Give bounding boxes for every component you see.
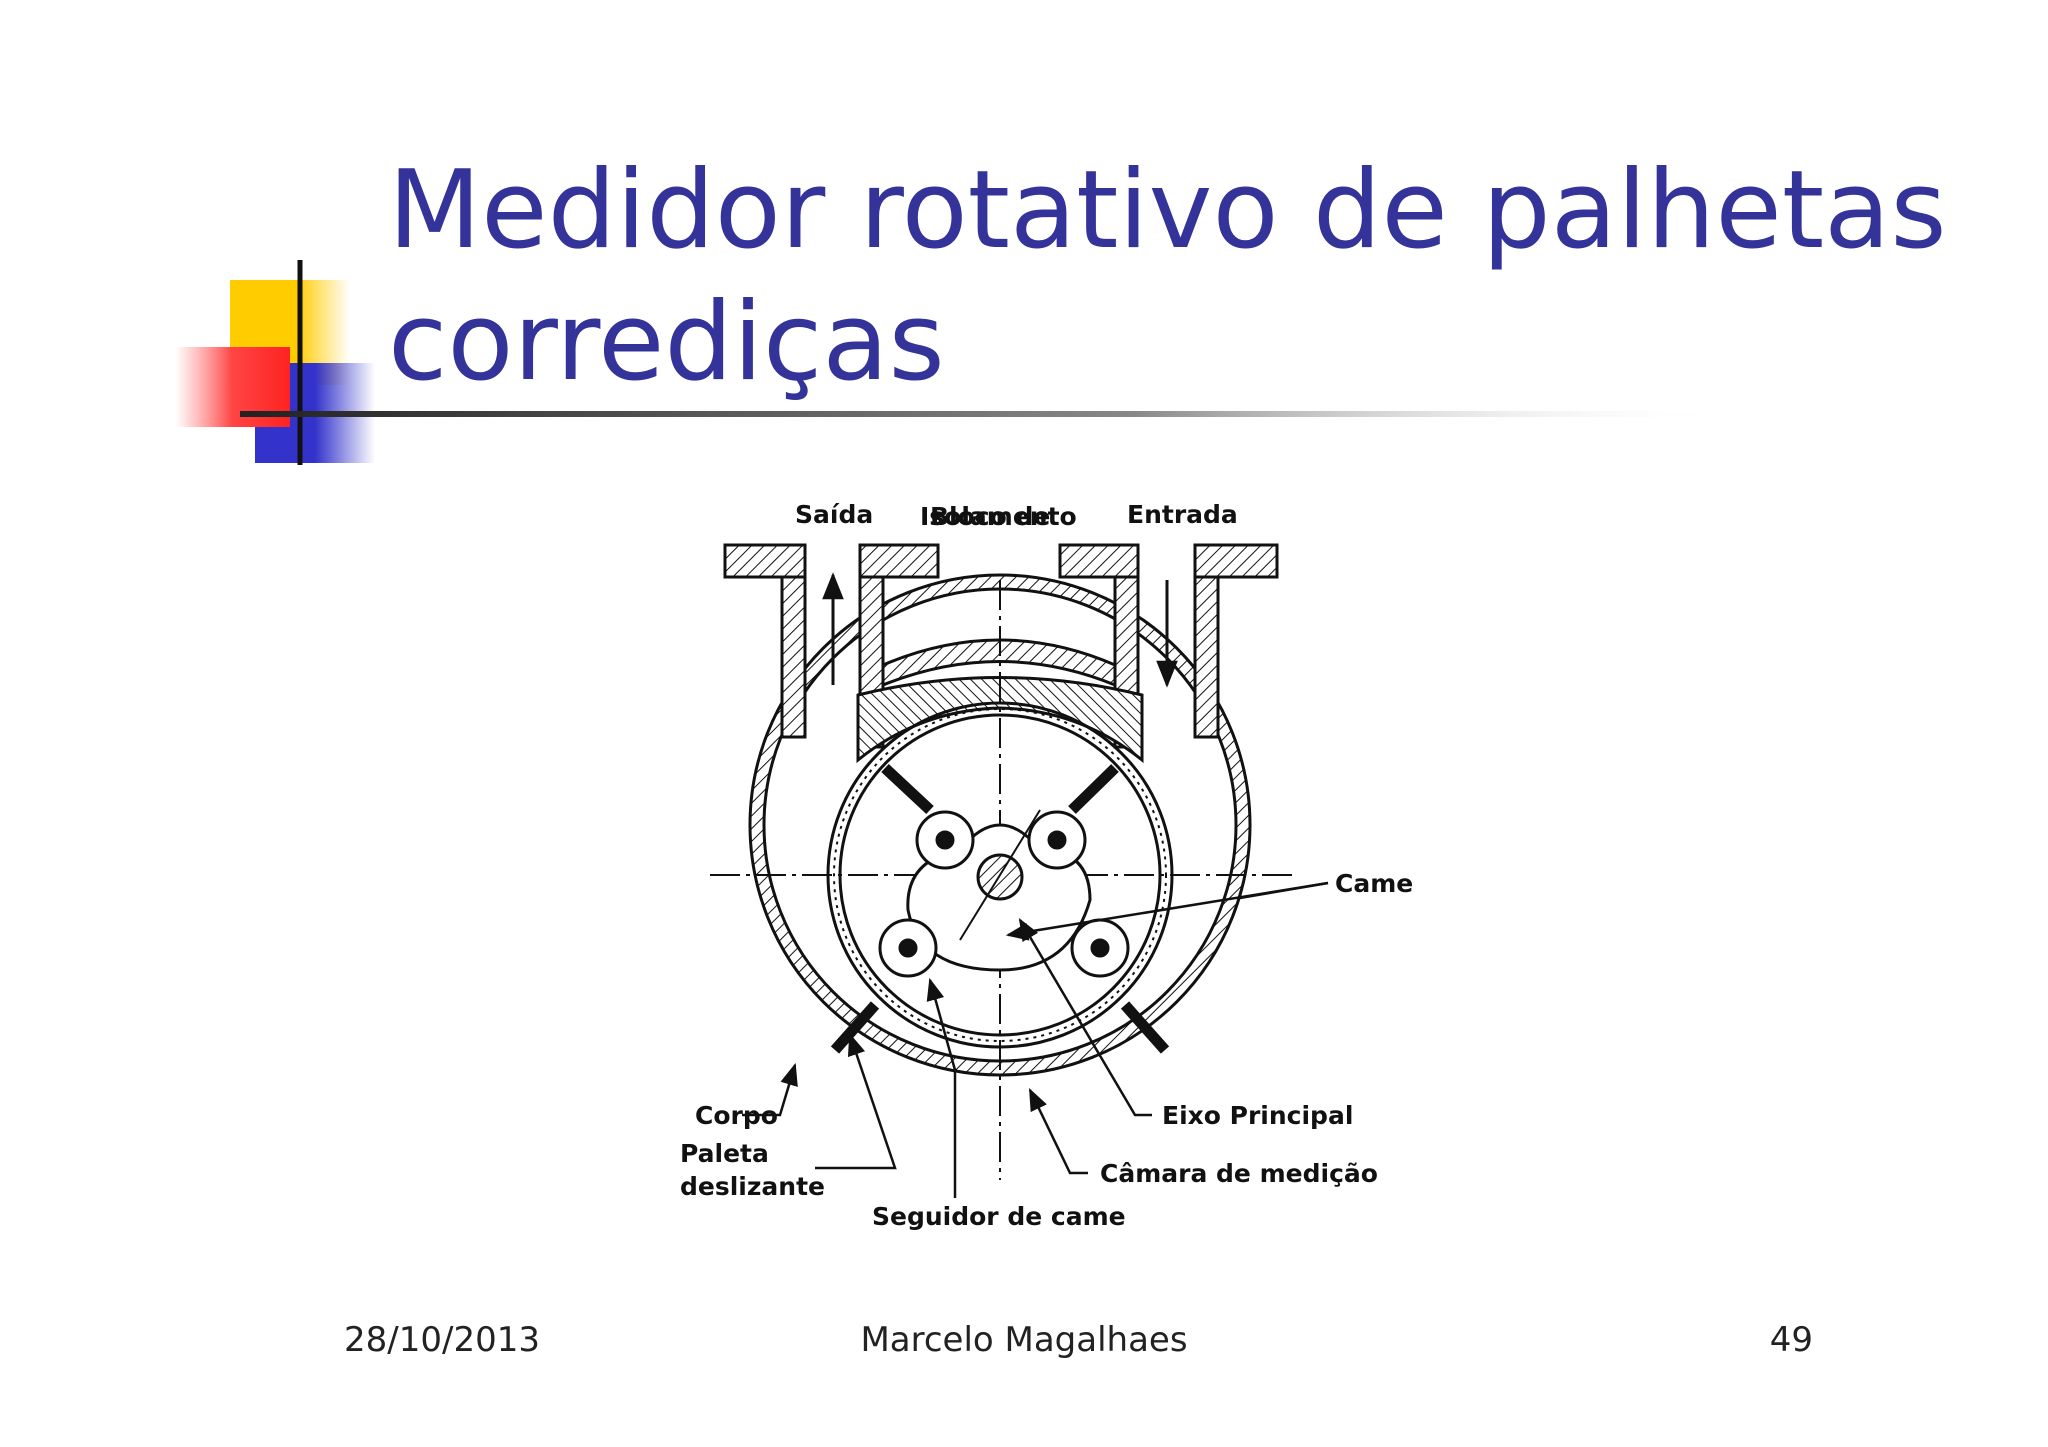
- label-entrada: Entrada: [1127, 500, 1238, 529]
- slide-title: Medidor rotativo de palhetas corrediças: [388, 145, 1948, 409]
- outlet-pipe: [723, 543, 940, 749]
- label-seguidor-de-came: Seguidor de came: [872, 1202, 1126, 1231]
- label-deslizante: deslizante: [680, 1172, 825, 1201]
- slide-title-line-1: Medidor rotativo de palhetas: [388, 148, 1947, 273]
- footer-author: Marcelo Magalhaes: [860, 1320, 1188, 1360]
- title-underline: [240, 411, 1730, 417]
- label-corpo: Corpo: [695, 1101, 778, 1130]
- sliding-vanes: [830, 763, 1170, 1054]
- label-came: Came: [1335, 869, 1413, 898]
- cam-followers: [878, 810, 1130, 978]
- slide-title-line-2: corrediças: [388, 280, 945, 405]
- label-saida: Saída: [795, 500, 873, 529]
- label-eixo-principal: Eixo Principal: [1162, 1101, 1353, 1130]
- label-camara-de-medicao: Câmara de medição: [1100, 1159, 1378, 1188]
- label-bloco-de: Bloco de: [930, 502, 1050, 531]
- footer-page-number: 49: [1769, 1320, 1813, 1360]
- main-shaft: [959, 809, 1041, 941]
- label-paleta: Paleta: [680, 1139, 769, 1168]
- rotary-vane-meter-diagram: Bloco de Isolamento Saída Entrada Came C…: [680, 500, 1413, 1231]
- footer-date: 28/10/2013: [344, 1320, 540, 1360]
- leader-lines: [742, 881, 1329, 1198]
- title-decoration: [175, 260, 1730, 465]
- isolation-block: [856, 676, 1144, 764]
- label-isolamento: Isolamento: [920, 502, 1077, 531]
- pipe-bridge: [881, 638, 1117, 688]
